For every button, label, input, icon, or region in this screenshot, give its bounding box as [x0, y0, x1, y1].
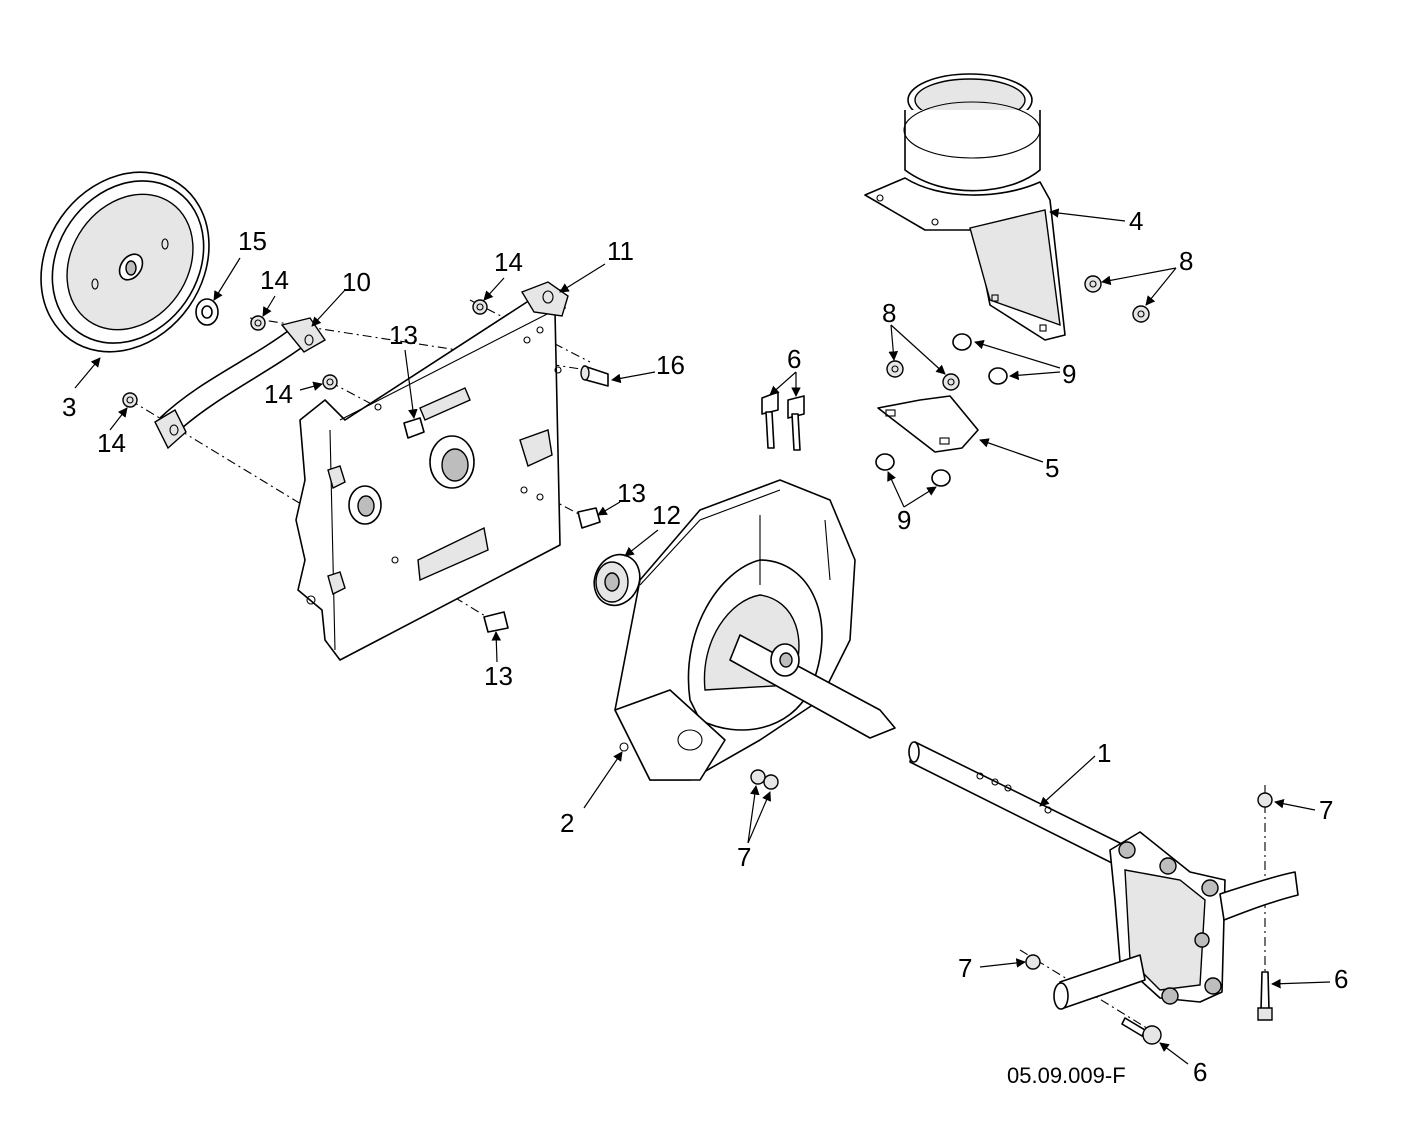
- bearing: [593, 553, 641, 607]
- callout-13a: 13: [389, 320, 418, 350]
- callout-2: 2: [560, 808, 574, 838]
- callout-13b: 13: [617, 478, 646, 508]
- callout-12: 12: [652, 500, 681, 530]
- callout-6c: 6: [1193, 1057, 1207, 1087]
- deflector-plate: [877, 395, 979, 453]
- callout-7b: 7: [1319, 795, 1333, 825]
- callout-3: 3: [62, 392, 76, 422]
- hex-nut-group: [122, 299, 488, 408]
- drawing-code: 05.09.009-F: [1007, 1063, 1126, 1088]
- callout-13c: 13: [484, 661, 513, 691]
- auger-housing: [614, 479, 896, 781]
- callout-15: 15: [238, 226, 267, 256]
- discharge-chute: [864, 73, 1066, 341]
- gearbox-hardware: [1025, 792, 1273, 1045]
- mounting-plate: [295, 281, 569, 661]
- callout-8b: 8: [882, 298, 896, 328]
- callout-14d: 14: [97, 428, 126, 458]
- callout-6b: 6: [1334, 964, 1348, 994]
- nut-pair: [750, 769, 779, 790]
- callout-7c: 7: [958, 953, 972, 983]
- callout-labels: 1 2 3 4 5 6 6 6 7 7 7 8 8 9 9 10 11 12 1…: [62, 206, 1348, 1087]
- callout-16: 16: [656, 350, 685, 380]
- callout-4: 4: [1129, 206, 1143, 236]
- washer: [195, 298, 219, 326]
- callout-8a: 8: [1179, 246, 1193, 276]
- callout-14c: 14: [264, 379, 293, 409]
- chute-hardware: [875, 275, 1150, 487]
- callout-6a: 6: [787, 344, 801, 374]
- callout-5: 5: [1045, 453, 1059, 483]
- callout-9a: 9: [1062, 359, 1076, 389]
- callout-9b: 9: [897, 505, 911, 535]
- leader-lines: [74, 208, 1331, 1065]
- auger-shaft-gearbox: [908, 741, 1299, 1010]
- callout-14b: 14: [494, 247, 523, 277]
- callout-7a: 7: [737, 842, 751, 872]
- callout-11: 11: [607, 236, 634, 266]
- belt-guide-arm: [154, 317, 327, 450]
- callout-14a: 14: [260, 265, 289, 295]
- callout-1: 1: [1097, 738, 1111, 768]
- callout-10: 10: [342, 267, 371, 297]
- bolt-pair: [761, 391, 805, 451]
- bolts: [403, 365, 609, 633]
- pulley: [40, 171, 210, 353]
